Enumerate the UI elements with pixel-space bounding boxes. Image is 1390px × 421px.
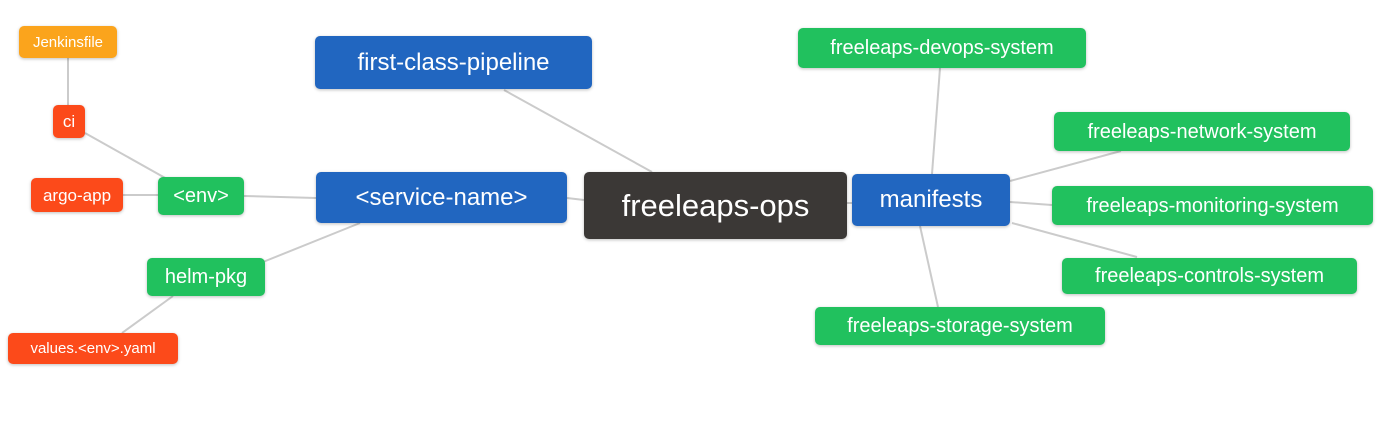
- node-jenkinsfile[interactable]: Jenkinsfile: [19, 26, 117, 58]
- node-values-env-yaml[interactable]: values.<env>.yaml: [8, 333, 178, 364]
- node-freeleaps-ops[interactable]: freeleaps-ops: [584, 172, 847, 239]
- edge-manifests-controls-system: [1011, 222, 1138, 258]
- node-ci[interactable]: ci: [53, 105, 85, 138]
- edge-service-name-freeleaps-ops: [566, 197, 585, 201]
- edge-manifests-storage-system: [919, 225, 939, 308]
- node-helm-pkg[interactable]: helm-pkg: [147, 258, 265, 296]
- node-service-name[interactable]: <service-name>: [316, 172, 567, 223]
- edge-first-class-pipeline-freeleaps-ops: [503, 89, 653, 173]
- node-monitoring-system[interactable]: freeleaps-monitoring-system: [1052, 186, 1373, 225]
- edge-manifests-devops-system: [931, 67, 941, 175]
- node-controls-system[interactable]: freeleaps-controls-system: [1062, 258, 1357, 294]
- edge-env-service-name: [243, 195, 317, 199]
- edge-manifests-monitoring-system: [1009, 201, 1053, 206]
- node-first-class-pipeline[interactable]: first-class-pipeline: [315, 36, 592, 89]
- node-storage-system[interactable]: freeleaps-storage-system: [815, 307, 1105, 345]
- edge-helm-pkg-values-env-yaml: [121, 295, 174, 334]
- node-network-system[interactable]: freeleaps-network-system: [1054, 112, 1350, 151]
- node-argo-app[interactable]: argo-app: [31, 178, 123, 212]
- edge-service-name-helm-pkg: [262, 222, 361, 263]
- node-env[interactable]: <env>: [158, 177, 244, 215]
- node-devops-system[interactable]: freeleaps-devops-system: [798, 28, 1086, 68]
- edge-ci-env: [84, 132, 168, 180]
- edge-manifests-network-system: [1009, 150, 1122, 182]
- node-manifests[interactable]: manifests: [852, 174, 1010, 226]
